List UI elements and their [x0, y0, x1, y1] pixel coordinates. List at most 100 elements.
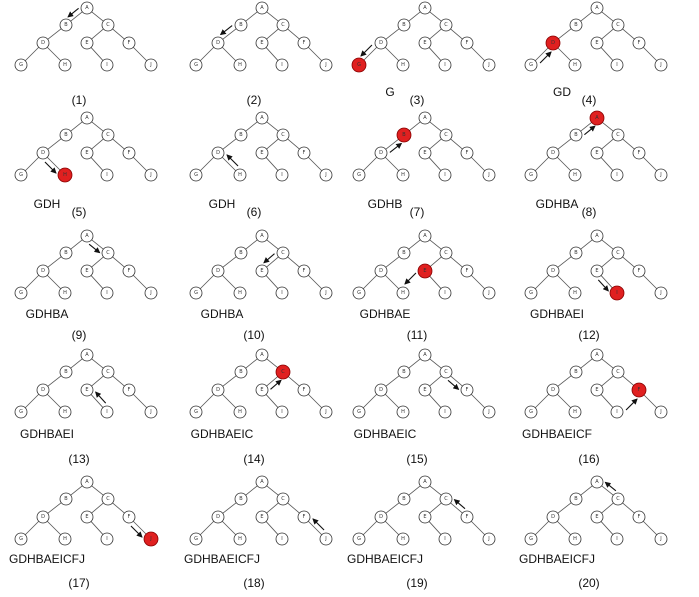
tree-node-A — [255, 348, 269, 362]
node-label-I: I — [281, 409, 282, 415]
node-label-D: D — [551, 40, 555, 46]
tree-edge-AC — [429, 121, 442, 132]
node-label-J: J — [324, 290, 326, 296]
tree-edge-FJ — [642, 393, 658, 409]
tree-node-J — [654, 405, 668, 419]
node-label-J: J — [659, 536, 661, 542]
tree-node-C — [611, 246, 625, 260]
node-label-G: G — [194, 409, 198, 415]
node-label-J: J — [659, 62, 661, 68]
tree-edge-FJ — [470, 393, 486, 409]
tree-edge-CE — [266, 28, 279, 40]
node-label-B: B — [64, 22, 68, 28]
node-label-I: I — [106, 409, 107, 415]
node-label-C: C — [281, 369, 285, 375]
tree-node-H — [233, 168, 247, 182]
tree-node-A — [418, 111, 432, 125]
tree-node-B — [397, 492, 411, 506]
tree-node-J — [654, 58, 668, 72]
tree-node-H — [396, 168, 410, 182]
tree-edge-AB — [408, 239, 421, 250]
tree-node-A — [80, 229, 94, 243]
tree-node-J — [144, 286, 158, 300]
tree-node-G — [189, 168, 203, 182]
tree-edge-DG — [534, 274, 550, 290]
tree-edge-DH — [556, 393, 572, 409]
node-label-H: H — [63, 62, 67, 68]
tree-edge-DG — [362, 46, 378, 62]
traversal-arrow — [447, 379, 460, 390]
node-label-C: C — [444, 22, 448, 28]
tree-node-E — [80, 36, 94, 50]
panel-caption: (4) — [582, 93, 597, 107]
node-label-I: I — [616, 409, 617, 415]
node-label-G: G — [194, 536, 198, 542]
tree-node-G — [14, 168, 28, 182]
tree-node-B — [59, 365, 73, 379]
tree-node-I — [610, 405, 624, 419]
tree-edge-DH — [221, 274, 237, 290]
node-label-G: G — [19, 62, 23, 68]
tree-edge-CF — [287, 138, 300, 150]
tree-node-B — [234, 128, 248, 142]
tree-edge-FJ — [307, 520, 323, 536]
tree-edge-BD — [47, 256, 62, 268]
tree-edge-EI — [90, 394, 104, 408]
panel-caption: (1) — [72, 93, 87, 107]
node-label-I: I — [616, 290, 617, 296]
traversal-arrow — [453, 499, 466, 510]
tree-node-D — [36, 383, 50, 397]
visit-sequence: GDHBAE — [360, 307, 411, 321]
tree-node-J — [319, 532, 333, 546]
tree-edge-AC — [266, 239, 279, 250]
node-label-G: G — [357, 409, 361, 415]
node-label-G: G — [357, 290, 361, 296]
node-label-G: G — [529, 409, 533, 415]
tree-edge-CE — [266, 502, 279, 514]
tree-node-C — [611, 128, 625, 142]
tree-node-C — [101, 128, 115, 142]
tree-node-C — [439, 246, 453, 260]
tree-node-B — [234, 365, 248, 379]
tree-node-D — [546, 146, 560, 160]
node-label-C: C — [106, 496, 110, 502]
tree-edge-DH — [221, 46, 237, 62]
tree-node-I — [275, 405, 289, 419]
traversal-arrow — [67, 7, 79, 18]
node-label-H: H — [573, 172, 577, 178]
tree-edge-AC — [91, 358, 104, 369]
tree-edge-AB — [580, 11, 593, 22]
tree-edge-AC — [429, 485, 442, 496]
tree-node-I — [275, 58, 289, 72]
tree-edge-DG — [362, 274, 378, 290]
tree-edge-DH — [556, 274, 572, 290]
traversal-arrow — [130, 525, 143, 538]
tree-edge-AB — [408, 485, 421, 496]
node-label-H: H — [573, 536, 577, 542]
tree-edge-EI — [90, 47, 104, 61]
tree-edge-CF — [622, 138, 635, 150]
tree-node-J — [482, 286, 496, 300]
panel-caption: (12) — [578, 328, 599, 342]
tree-node-G — [524, 405, 538, 419]
tree-edge-DH — [46, 520, 62, 536]
tree-node-E — [255, 510, 269, 524]
tree-edge-CE — [266, 375, 279, 387]
node-label-E: E — [260, 268, 263, 274]
node-label-E: E — [85, 150, 88, 156]
tree-edge-CF — [622, 375, 635, 387]
tree-node-F — [122, 36, 136, 50]
node-label-G: G — [357, 62, 361, 68]
tree-node-J — [654, 286, 668, 300]
tree-node-H — [568, 168, 582, 182]
tree-edge-DG — [199, 274, 215, 290]
traversal-arrow — [597, 279, 609, 292]
tree-node-C — [439, 18, 453, 32]
tree-node-D — [211, 264, 225, 278]
tree-node-D — [374, 510, 388, 524]
tree-node-I — [610, 168, 624, 182]
node-label-F: F — [466, 150, 469, 156]
tree-node-D — [211, 383, 225, 397]
node-label-E: E — [260, 40, 263, 46]
